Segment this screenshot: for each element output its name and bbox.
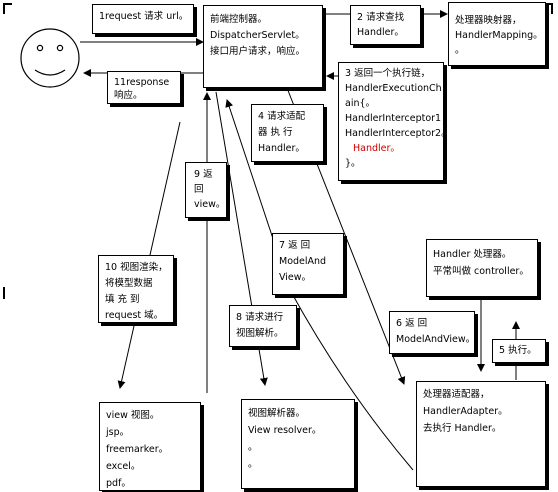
find-handler-line-1: 2 请求查找 [357, 12, 405, 23]
resolve-line-2: 视图解析。 [236, 328, 284, 339]
view-line-1: view 视图。 [106, 410, 160, 421]
return-mav7-line-2: ModelAnd [279, 256, 327, 267]
return-view-line-3: view。 [194, 199, 226, 210]
view-types-box: view 视图。 jsp。 freemarker。 excel。 pdf。 [99, 402, 201, 491]
resolve-request-label: 8 请求进行 视图解析。 [229, 305, 297, 347]
dispatcher-servlet-box: 前端控制器。 DispatcherServlet。 接口用户请求，响应。 [203, 5, 323, 88]
resolver-line-4: 。 [248, 459, 258, 470]
resolve-line-1: 8 请求进行 [236, 312, 284, 323]
render-line-4: request 域。 [105, 310, 164, 321]
adapt-line-2: 器 执 行 [258, 127, 293, 138]
return-mav6-line-2: ModelAndView。 [396, 334, 476, 345]
handler-mapping-box: 处理器映射器， HandlerMapping。 。 [448, 2, 546, 66]
user-face-icon [20, 28, 80, 88]
handler-mapping-line-3: 。 [455, 45, 465, 56]
find-handler-label: 2 请求查找 Handler。 [350, 5, 421, 45]
response-label: 11response 响应。 [107, 71, 181, 104]
resolver-line-2: View resolver。 [248, 425, 322, 436]
adapt-request-label: 4 请求适配 器 执 行 Handler。 [251, 104, 324, 162]
view-line-5: pdf。 [106, 478, 131, 489]
handler-adapter-box: 处理器适配器， HandlerAdapter。 去执行 Handler。 [416, 381, 546, 487]
chain-line-handler: Handler。 [353, 143, 400, 154]
response-line-1: 11response [114, 77, 170, 88]
dispatcher-line-3: 接口用户请求，响应。 [210, 46, 306, 57]
adapter-line-2: HandlerAdapter。 [423, 406, 508, 417]
render-line-3: 填 充 到 [105, 294, 140, 305]
view-line-4: excel。 [106, 461, 141, 472]
handler-line-2: 平常叫做 controller。 [433, 266, 529, 277]
dispatcher-line-2: DispatcherServlet。 [210, 30, 305, 41]
resolver-line-1: 视图解析器。 [248, 408, 306, 419]
request-label: 1request 请求 url。 [92, 4, 194, 34]
chain-line-3: ain{。 [345, 98, 376, 109]
find-handler-line-2: Handler。 [357, 27, 404, 38]
execute-text: 5 执行。 [499, 345, 537, 356]
handler-box: Handler 处理器。 平常叫做 controller。 [426, 239, 538, 297]
render-line-1: 10 视图渲染， [105, 262, 168, 273]
return-mav7-line-3: View。 [279, 272, 312, 283]
execute-label: 5 执行。 [492, 339, 546, 363]
view-line-2: jsp。 [106, 427, 130, 438]
handler-line-1: Handler 处理器。 [433, 249, 512, 260]
chain-line-1: 3 返回一个执行链， [345, 68, 431, 79]
request-text: 1request 请求 url。 [99, 11, 189, 22]
corner-mark-left [3, 287, 12, 299]
return-view-line-2: 回 [194, 184, 204, 195]
return-view-line-1: 9 返 [194, 169, 213, 180]
adapter-line-3: 去执行 Handler。 [423, 423, 502, 434]
return-mav6-line-1: 6 返 回 [396, 318, 428, 329]
execution-chain-box: 3 返回一个执行链， HandlerExecutionCh ain{。 Hand… [338, 62, 451, 181]
chain-line-2: HandlerExecutionCh [345, 83, 442, 94]
view-line-3: freemarker。 [106, 444, 169, 455]
return-mav7-line-1: 7 返 回 [279, 240, 311, 251]
handler-mapping-line-1: 处理器映射器， [455, 15, 522, 26]
chain-line-4: HandlerInterceptor1 [345, 113, 442, 124]
adapter-line-1: 处理器适配器， [423, 389, 490, 400]
dispatcher-line-1: 前端控制器。 [210, 14, 268, 25]
resolver-line-3: 。 [248, 442, 258, 453]
handler-mapping-line-2: HandlerMapping。 [455, 30, 543, 41]
render-line-2: 将模型数据 [105, 278, 153, 289]
chain-line-7: }。 [345, 158, 361, 169]
return-model-and-view-label-7: 7 返 回 ModelAnd View。 [272, 233, 344, 295]
adapt-line-3: Handler。 [258, 143, 305, 154]
adapt-line-1: 4 请求适配 [258, 111, 306, 122]
return-view-label: 9 返 回 view。 [185, 162, 227, 218]
corner-mark-top-left [3, 3, 12, 14]
view-resolver-box: 视图解析器。 View resolver。 。 。 [241, 399, 355, 489]
return-model-and-view-label-6: 6 返 回 ModelAndView。 [389, 311, 475, 354]
corner-mark-top-right [544, 3, 553, 14]
chain-line-5: HandlerInterceptor2。 [345, 128, 451, 139]
arrow-return-model-and-view [225, 99, 414, 471]
render-view-label: 10 视图渲染， 将模型数据 填 充 到 request 域。 [98, 255, 174, 323]
response-line-2: 响应。 [114, 90, 143, 101]
